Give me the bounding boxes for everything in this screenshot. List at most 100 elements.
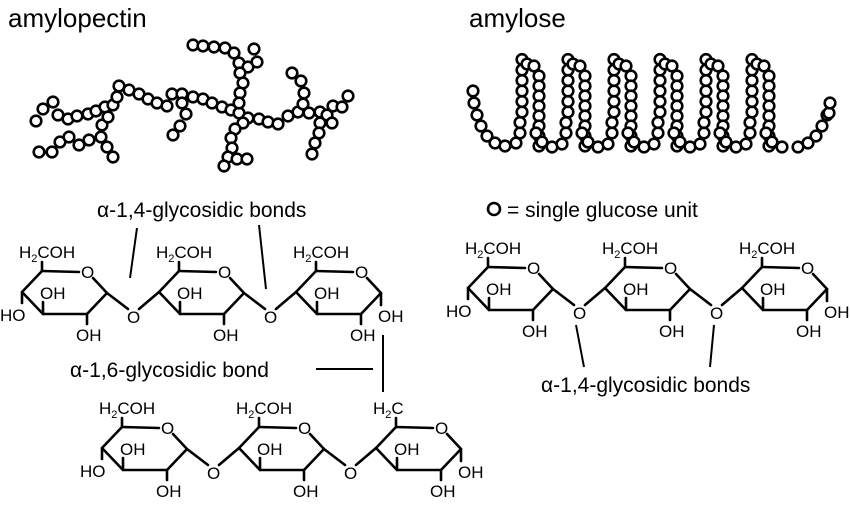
hydroxyl-c3: OH <box>177 284 203 303</box>
glycosidic-bond <box>274 290 298 311</box>
glucose-unit-bead <box>561 73 575 88</box>
h2coh-group: H2COH <box>739 239 795 261</box>
h2coh-group: H2COH <box>293 243 349 265</box>
glucose-unit-bead <box>308 136 322 150</box>
hydroxyl-c3: OH <box>120 440 146 459</box>
glucose-unit-bead <box>745 94 759 109</box>
glucose-unit-bead <box>175 96 189 110</box>
glucose-unit-bead <box>697 126 711 140</box>
leader-line-a14-left <box>129 227 138 279</box>
glucose-unit-bead <box>699 73 713 88</box>
glycosidic-oxygen: O <box>207 464 220 483</box>
glucose-unit-bead <box>759 126 773 140</box>
glucose-unit-bead <box>535 135 549 149</box>
glucose-unit-bead <box>297 86 311 100</box>
glycosidic-bond <box>185 447 210 467</box>
glucose-unit-bead <box>605 115 619 130</box>
glucose-unit-bead <box>775 140 789 154</box>
glucose-unit-bead <box>653 105 667 119</box>
glucose-unit-bead <box>601 137 615 151</box>
hydroxyl-c2: OH <box>293 482 319 501</box>
ring-oxygen: O <box>435 419 448 438</box>
glucose-unit-bead <box>699 94 713 109</box>
glucose-unit-bead <box>581 135 595 149</box>
glucose-unit-bead <box>474 119 488 133</box>
hydroxyl-c3: OH <box>257 440 283 459</box>
ring-bond <box>257 425 298 430</box>
ring-bond <box>486 265 527 270</box>
glucose-unit-bead <box>743 115 757 130</box>
ring-bond <box>40 269 81 274</box>
hydroxyl-c2: OH <box>156 482 182 501</box>
glucose-unit-bead <box>498 139 512 153</box>
ring-oxygen: O <box>527 259 540 278</box>
glucose-unit-bead <box>653 73 667 88</box>
ring-bond <box>20 269 109 316</box>
ring-bond <box>314 269 355 274</box>
glucose-unit-bead <box>29 114 43 128</box>
ring-bond <box>157 269 246 316</box>
h2coh-group: H2COH <box>465 239 521 261</box>
glucose-unit-bead <box>555 137 569 151</box>
hydroxyl-c4: HO <box>0 306 26 325</box>
hydroxyl-c2: OH <box>430 482 456 501</box>
glucose-unit-bead <box>296 97 310 111</box>
glucose-unit-bead <box>101 110 115 124</box>
ring-bond <box>740 265 829 312</box>
glucose-unit-bead <box>627 135 641 149</box>
h2c-group: H2C <box>373 399 404 421</box>
glucose-unit-bead <box>801 136 815 150</box>
glycosidic-oxygen: O <box>710 304 723 323</box>
ring-bond <box>374 425 463 472</box>
glycosidic-bond <box>720 286 744 307</box>
ring-bond <box>177 269 218 274</box>
amylopectin-title: amylopectin <box>8 3 147 33</box>
hydroxyl-c2: OH <box>796 322 822 341</box>
ring-oxygen: O <box>298 419 311 438</box>
hydroxyl-c1: OH <box>458 463 484 482</box>
legend: = single glucose unit <box>486 199 698 222</box>
glucose-unit-bead <box>607 94 621 109</box>
glycosidic-bond <box>688 287 713 307</box>
amylopectin-alpha-1-4-label: α-1,4-glycosidic bonds <box>97 199 306 222</box>
glycosidic-oxygen: O <box>127 308 140 327</box>
glucose-unit-bead <box>745 73 759 88</box>
glucose-unit-bead <box>515 84 529 98</box>
glucose-unit-bead <box>325 116 339 130</box>
glucose-unit-bead <box>559 115 573 130</box>
glucose-unit-bead <box>699 84 713 98</box>
hydroxyl-c3: OH <box>40 284 66 303</box>
hydroxyl-c1: OH <box>378 307 404 326</box>
glucose-unit-bead <box>305 147 319 161</box>
glycosidic-bond <box>551 287 576 307</box>
hydroxyl-c4: HO <box>80 462 106 481</box>
hydroxyl-c2: OH <box>522 322 548 341</box>
ring-bond <box>603 265 692 312</box>
glucose-unit-bead <box>207 40 221 54</box>
glucose-unit-bead <box>575 126 589 140</box>
glucose-unit-bead <box>559 126 573 140</box>
h2coh-group: H2COH <box>156 243 212 265</box>
glucose-unit-bead <box>665 59 679 73</box>
hydroxyl-c2: OH <box>350 326 376 345</box>
glucose-unit-bead <box>815 119 829 133</box>
glucose-unit-bead <box>647 137 661 151</box>
glucose-unit-bead <box>232 96 246 110</box>
ring-oxygen: O <box>161 419 174 438</box>
glucose-unit-bead <box>335 100 349 114</box>
ring-bond <box>237 425 326 472</box>
glucose-unit-bead <box>699 105 713 119</box>
ring-oxygen: O <box>801 259 814 278</box>
legend-glucose-circle-icon <box>486 201 502 217</box>
glucose-unit-bead <box>36 102 50 116</box>
leader-line-amylose-left <box>575 324 585 368</box>
hydroxyl-c2: OH <box>76 326 102 345</box>
glucose-unit-bead <box>743 126 757 140</box>
glycosidic-oxygen: O <box>264 308 277 327</box>
glucose-unit-bead <box>573 59 587 73</box>
